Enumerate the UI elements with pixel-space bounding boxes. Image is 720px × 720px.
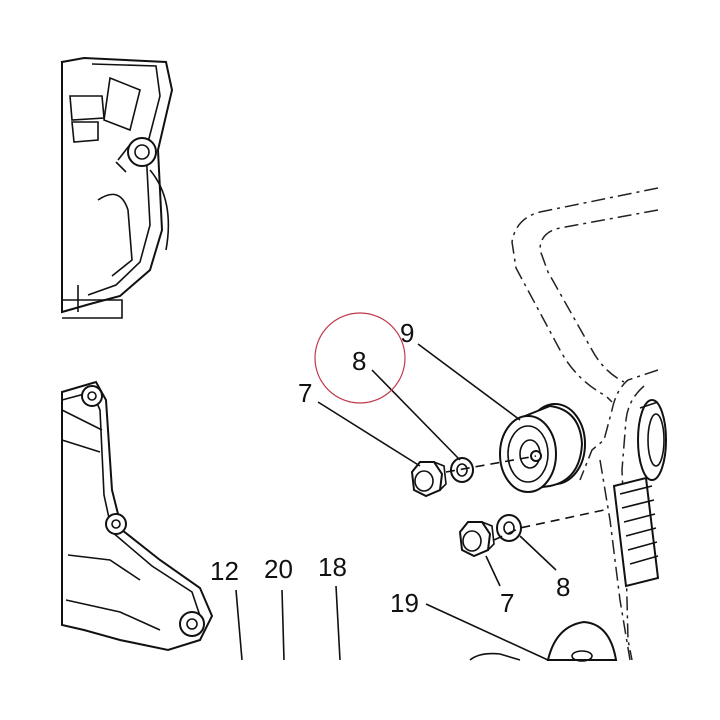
callout-highlight-circle	[314, 312, 406, 404]
toothed-belt-section	[612, 476, 660, 588]
callout-7-upper: 7	[298, 378, 312, 408]
lower-cover-housing	[61, 380, 214, 652]
callout-9: 9	[400, 318, 414, 348]
upper-washer	[450, 457, 474, 483]
callout-18: 18	[318, 552, 347, 582]
timing-belt-outline	[511, 187, 659, 661]
upper-nut	[410, 461, 447, 498]
lower-nut	[458, 521, 495, 558]
lower-pulley	[469, 620, 618, 662]
upper-cover-housing	[60, 56, 174, 319]
callout-labels: 9 8 7 7 8 12 20 18 19	[210, 318, 570, 618]
callout-19: 19	[390, 588, 419, 618]
callout-12: 12	[210, 556, 239, 586]
right-pulley	[637, 399, 667, 481]
idler-pulley	[499, 403, 586, 493]
assembly-axis-lines	[445, 455, 605, 541]
lower-washer	[496, 514, 522, 542]
callout-8-upper: 8	[352, 346, 366, 376]
callout-8-lower: 8	[556, 572, 570, 602]
leader-lines	[235, 343, 557, 661]
callout-7-lower: 7	[500, 588, 514, 618]
callout-20: 20	[264, 554, 293, 584]
